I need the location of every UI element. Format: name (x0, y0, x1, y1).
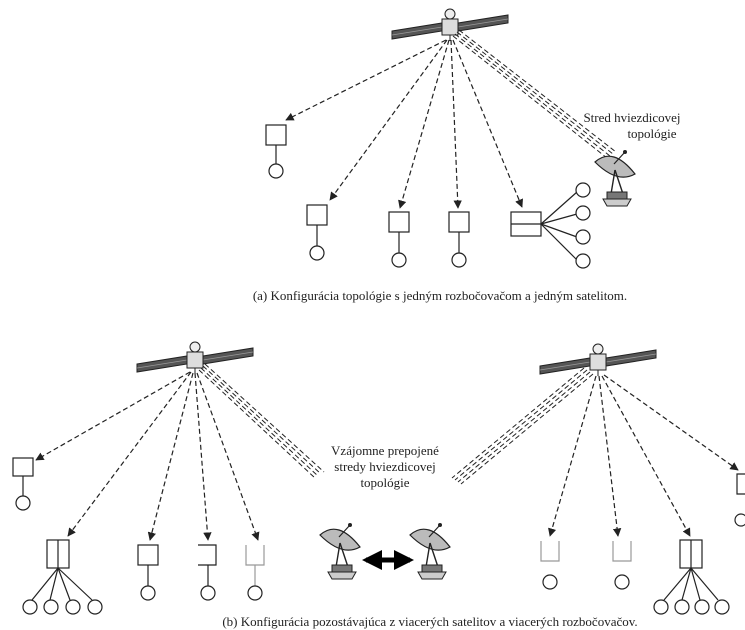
figure-b: Vzájomne prepojené stredy hviezdicovej t… (12, 341, 745, 629)
switch-node (653, 539, 730, 615)
terminal (612, 541, 632, 590)
hub-trunk (452, 29, 617, 159)
terminal (265, 124, 287, 179)
terminal (540, 541, 560, 590)
satellite-icon (539, 343, 657, 377)
switch-node (510, 182, 591, 269)
satellite-dish-icon (409, 522, 451, 580)
downlinks-left (35, 371, 260, 541)
hub-label-line-1: Vzájomne prepojené (331, 443, 439, 458)
hub-label-line-1: Stred hviezdicovej (583, 110, 680, 125)
hub-trunk-left (198, 363, 325, 479)
satellite-icon (391, 8, 509, 42)
downlinks (285, 39, 523, 209)
terminal (245, 545, 265, 601)
hub-label-line-2: stredy hviezdicovej (334, 459, 435, 474)
downlinks-right (548, 374, 739, 537)
satellite-icon (136, 341, 254, 375)
terminal (137, 544, 159, 601)
caption-b: (b) Konfigurácia pozostávajúca z viacerý… (222, 614, 637, 629)
satellite-dish-icon (319, 522, 361, 580)
terminal (12, 457, 34, 511)
satellite-dish-icon (594, 149, 636, 207)
terminal (388, 211, 410, 268)
hub-trunk-right (451, 367, 594, 485)
figure-a: Stred hviezdicovej topológie (253, 8, 681, 303)
switch-node (22, 539, 103, 615)
terminal (306, 204, 328, 261)
terminal (734, 473, 745, 527)
caption-a: (a) Konfigurácia topológie s jedným rozb… (253, 288, 627, 303)
hub-label-line-3: topológie (360, 475, 409, 490)
terminal (448, 211, 470, 268)
hub-label-line-2: topológie (627, 126, 676, 141)
terminal (198, 544, 217, 601)
